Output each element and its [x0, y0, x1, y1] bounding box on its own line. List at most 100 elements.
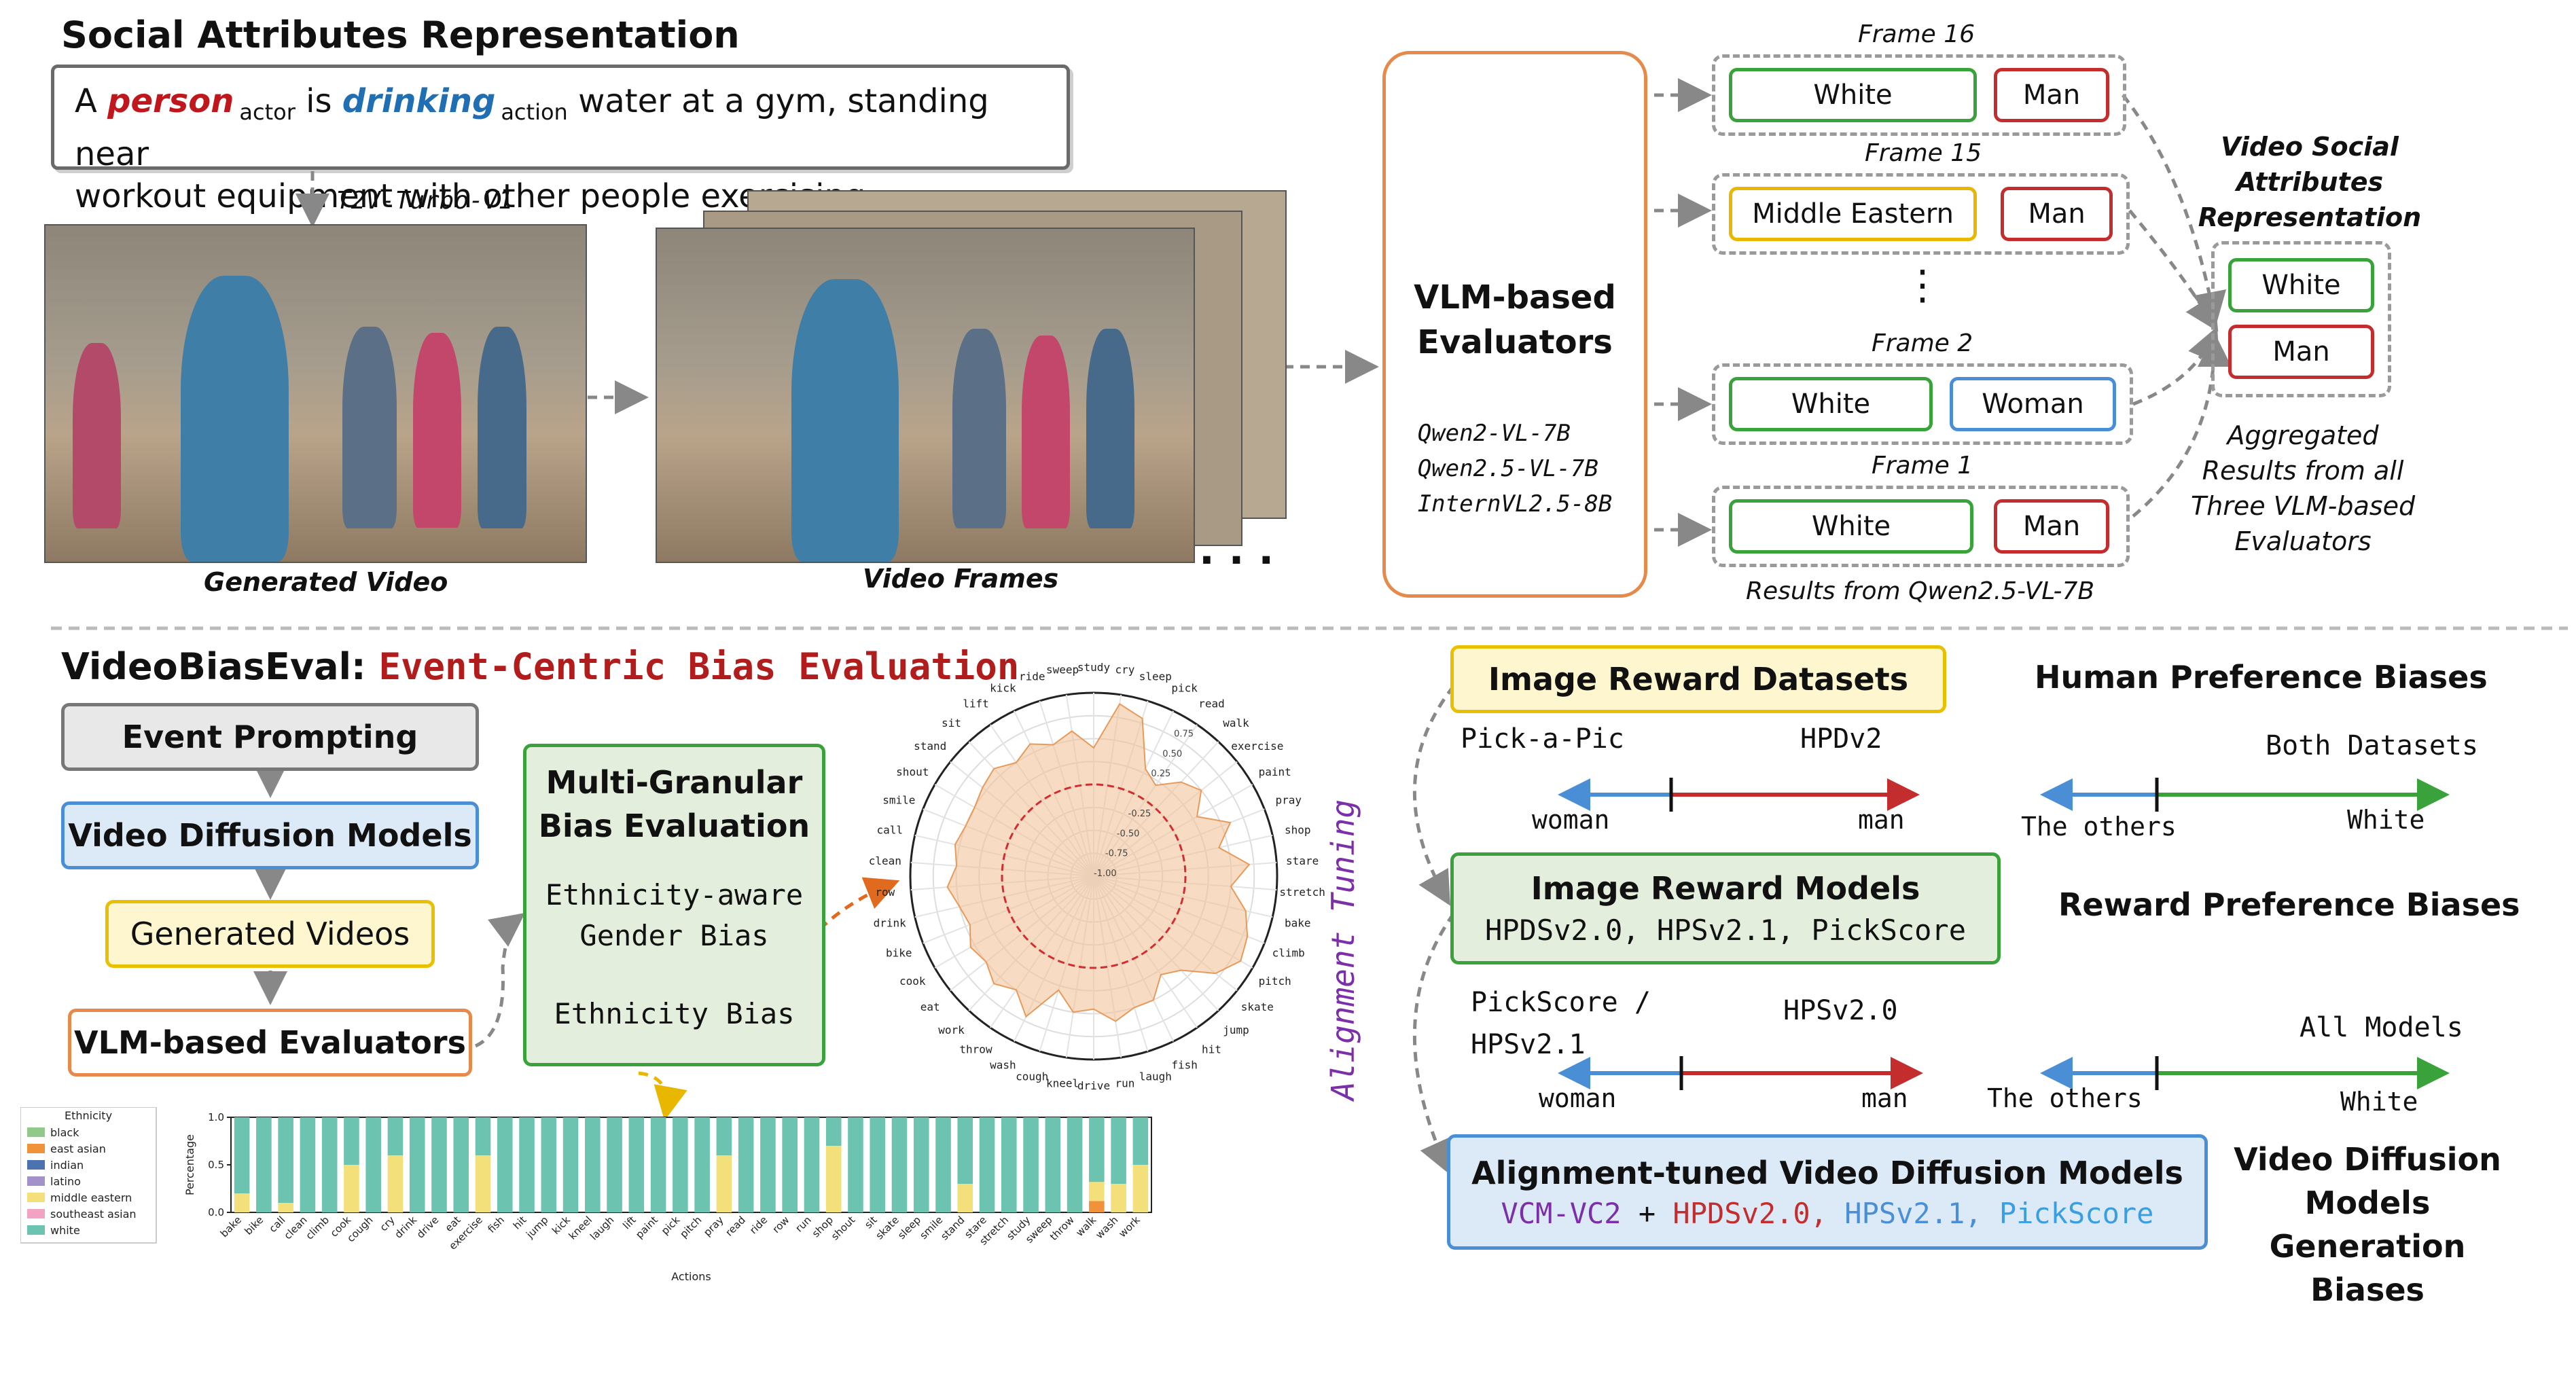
bar-segment: [234, 1117, 250, 1193]
bar-segment: [694, 1117, 710, 1212]
vlm-model-1: Qwen2-VL-7B: [1417, 420, 1571, 447]
frame2-gender: Woman: [1950, 377, 2116, 431]
pickscore-hps-1: PickScore /: [1471, 987, 1651, 1018]
bar-segment: [760, 1117, 776, 1212]
radar-category-label: sweep: [1046, 663, 1079, 676]
bar-x-tick-label: read: [723, 1214, 748, 1239]
radar-r-tick: -0.50: [1117, 829, 1140, 839]
vdm-gen-3: Biases: [2310, 1271, 2425, 1308]
bar-x-tick-label: laugh: [588, 1214, 616, 1242]
bar-segment: [278, 1117, 293, 1203]
multi-granular-box: Multi-Granular Bias Evaluation Ethnicity…: [523, 744, 825, 1066]
vdm-gen-2: Models Generation: [2269, 1185, 2466, 1265]
legend-entry: middle eastern: [50, 1191, 132, 1204]
radar-category-label: stand: [914, 740, 946, 753]
prompt-action-sub: action: [501, 98, 568, 125]
social-rep-caption-4: Evaluators: [2234, 526, 2372, 556]
radar-category-label: eat: [920, 1000, 940, 1013]
radar-category-label: sleep: [1139, 670, 1172, 683]
bar-segment: [1111, 1117, 1126, 1184]
frame1-label: Frame 1: [1872, 452, 1973, 480]
aligned-vdm-box: Alignment-tuned Video Diffusion Models V…: [1447, 1134, 2208, 1250]
frame16-label: Frame 16: [1858, 20, 1975, 48]
prompt-actor-sub: actor: [239, 98, 296, 125]
bar-x-tick-label: clean: [281, 1214, 309, 1242]
bar-segment: [387, 1155, 404, 1212]
radar-category-label: stretch: [1279, 886, 1325, 899]
human-pref-label: Human Preference Biases: [2035, 659, 2488, 696]
radar-r-tick: -0.25: [1128, 809, 1151, 819]
bar-y-label: Percentage: [183, 1134, 196, 1195]
bar-segment: [716, 1155, 732, 1212]
radar-category-label: exercise: [1231, 740, 1283, 753]
bar-segment: [825, 1146, 842, 1212]
radar-r-tick: 0.75: [1174, 729, 1194, 739]
frame16-gender: Man: [1994, 68, 2109, 122]
bar-segment: [1089, 1201, 1105, 1212]
bar-x-tick-label: pitch: [677, 1214, 704, 1240]
results-from-label: Results from Qwen2.5-VL-7B: [1746, 577, 2095, 605]
bar-segment: [848, 1117, 863, 1212]
bar-y-tick-label: 0.5: [208, 1159, 224, 1171]
radar-category-label: shout: [896, 765, 929, 778]
bar-x-tick-label: ride: [747, 1214, 770, 1236]
radar-category-label: smile: [882, 793, 915, 806]
radar-category-label: cry: [1115, 663, 1134, 676]
vlm-model-2: Qwen2.5-VL-7B: [1417, 455, 1598, 482]
social-rep-title-3: Representation: [2198, 202, 2422, 232]
multi-title-2: Bias Evaluation: [538, 808, 810, 844]
prompt-actor: person: [107, 82, 234, 120]
radar-category-label: lift: [963, 698, 989, 710]
radar-category-label: bike: [886, 947, 912, 960]
bar-x-tick-label: row: [770, 1214, 791, 1235]
bar-x-tick-label: paint: [633, 1214, 660, 1241]
aligned-title: Alignment-tuned Video Diffusion Models: [1471, 1154, 2183, 1191]
pickscore-hps-label: PickScore / HPSv2.1: [1471, 981, 1651, 1066]
radar-category-label: stare: [1286, 854, 1319, 867]
legend-swatch: [27, 1160, 45, 1170]
bar-segment: [1045, 1117, 1061, 1212]
multi-title-1: Multi-Granular: [545, 764, 803, 801]
social-rep-ethnicity: White: [2228, 258, 2374, 312]
pipeline-vlm-evaluators: VLM-based Evaluators: [68, 1009, 472, 1077]
bar-segment: [935, 1117, 951, 1212]
bar-x-tick-label: shout: [829, 1214, 857, 1242]
bar-segment: [673, 1117, 688, 1212]
bar-segment: [541, 1117, 557, 1212]
radar-category-label: walk: [1223, 717, 1249, 729]
frame1-group: [1712, 486, 2130, 567]
bar-x-tick-label: sleep: [895, 1214, 923, 1242]
frames-vertical-dots: ⋮: [1902, 261, 1943, 309]
bar-x-tick-label: stand: [938, 1214, 967, 1242]
bar-x-tick-label: walk: [1073, 1214, 1098, 1239]
radar-category-label: hit: [1202, 1043, 1221, 1055]
legend-title: Ethnicity: [65, 1109, 112, 1122]
legend-entry: white: [50, 1224, 80, 1237]
reward-pref-label: Reward Preference Biases: [2058, 886, 2520, 923]
pipeline-event-prompting-label: Event Prompting: [122, 719, 418, 755]
image-reward-datasets-label: Image Reward Datasets: [1488, 661, 1909, 698]
radar-category-label: kneel: [1046, 1077, 1079, 1090]
radar-r-tick: 0.50: [1162, 749, 1182, 759]
legend-swatch: [27, 1225, 45, 1235]
bar-segment: [628, 1117, 645, 1212]
vlm-title-1: VLM-based: [1414, 278, 1616, 317]
social-rep-title-2: Attributes: [2236, 167, 2384, 197]
bar-segment: [957, 1184, 973, 1212]
bar-segment: [278, 1203, 293, 1212]
vdm-gen-1: Video Diffusion: [2234, 1141, 2501, 1178]
bar-segment: [409, 1117, 425, 1212]
bar-x-tick-label: fish: [485, 1214, 507, 1235]
bar-segment: [1067, 1117, 1083, 1212]
radar-category-label: clean: [869, 854, 901, 867]
axis4-the-others: The others: [1987, 1083, 2143, 1113]
vlm-model-3: InternVL2.5-8B: [1417, 490, 1613, 518]
bar-segment: [913, 1117, 929, 1212]
frame15-gender: Man: [2001, 187, 2113, 241]
bar-segment: [300, 1117, 316, 1212]
bar-x-tick-label: drive: [414, 1214, 442, 1241]
bar-x-tick-label: work: [1116, 1214, 1143, 1240]
aligned-model-1: HPDSv2.0,: [1672, 1196, 1827, 1230]
bar-x-tick-label: sit: [862, 1214, 879, 1231]
